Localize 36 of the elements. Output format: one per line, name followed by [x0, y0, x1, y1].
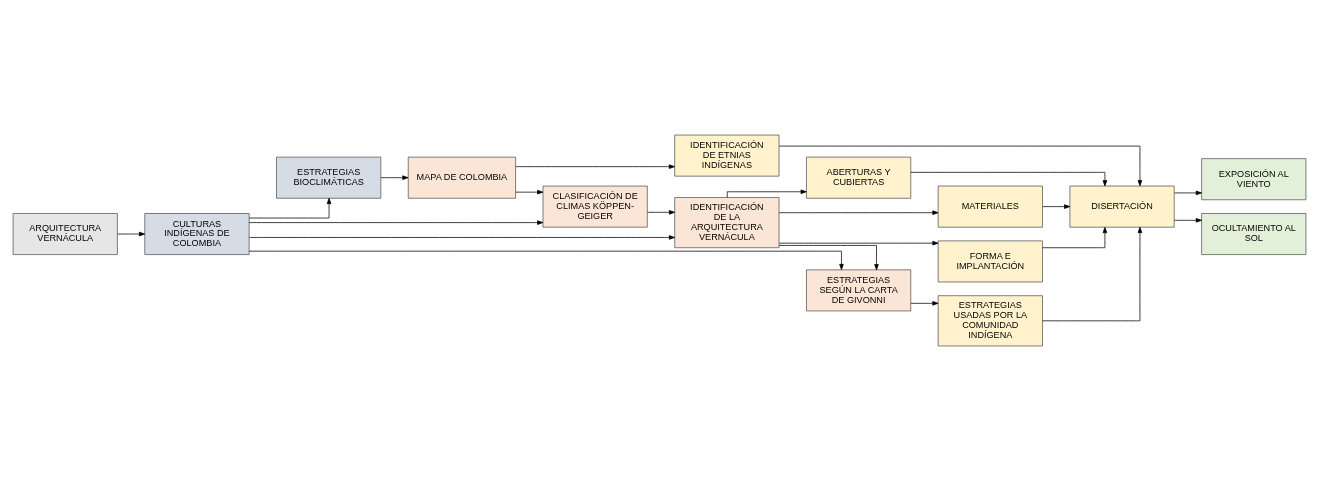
node-box: OCULTAMIENTO AL SOL	[1201, 213, 1307, 255]
arrow	[910, 301, 939, 306]
arrow	[778, 145, 1143, 187]
node-box: FORMA E IMPLANTACIÓN	[937, 240, 1043, 283]
node-box: IDENTIFICACIÓN DE ETNIAS INDÍGENAS	[674, 134, 780, 177]
node-box: EXPOSICIÓN AL VIENTO	[1201, 158, 1307, 201]
arrow	[1174, 190, 1202, 196]
arrow	[380, 175, 409, 180]
node-box: CLASIFICACIÓN DE CLIMAS KÖPPEN-GEIGER	[542, 185, 648, 228]
node-box: MAPA DE COLOMBIA	[407, 156, 516, 199]
node-box: ARQUITECTURA VERNÁCULA	[12, 213, 118, 255]
node-box: IDENTIFICACIÓN DE LA ARQUITECTURA VERNÁCULA	[674, 197, 780, 249]
arrow	[1174, 218, 1202, 223]
node-box: CULTURAS INDÍGENAS DE COLOMBIA	[144, 213, 250, 255]
arrow	[910, 171, 1108, 187]
arrow	[1042, 204, 1071, 209]
arrow	[515, 189, 544, 195]
arrow	[1042, 226, 1143, 322]
arrow	[1042, 227, 1108, 249]
arrow	[515, 164, 675, 169]
node-box: ESTRATEGIAS SEGÚN LA CARTA DE GIVONNI	[806, 269, 912, 312]
node-box: ABERTURAS Y CUBIERTAS	[806, 156, 912, 199]
node-box: MATERIALES	[937, 185, 1043, 228]
arrow	[248, 220, 544, 225]
arrow	[778, 240, 939, 246]
arrow	[117, 231, 146, 237]
arrow	[248, 235, 675, 240]
arrow	[248, 197, 332, 219]
arrow	[778, 245, 879, 271]
arrow	[778, 210, 939, 215]
arrow	[647, 210, 675, 215]
node-box: ESTRATEGIAS BIOCLIMÁTICAS	[276, 156, 382, 199]
arrow	[248, 250, 844, 270]
arrow	[726, 189, 807, 198]
node-box: DISERTACIÓN	[1069, 185, 1175, 228]
node-box: ESTRATEGIAS USADAS POR LA COMUNIDAD INDÍGENA	[937, 295, 1043, 347]
